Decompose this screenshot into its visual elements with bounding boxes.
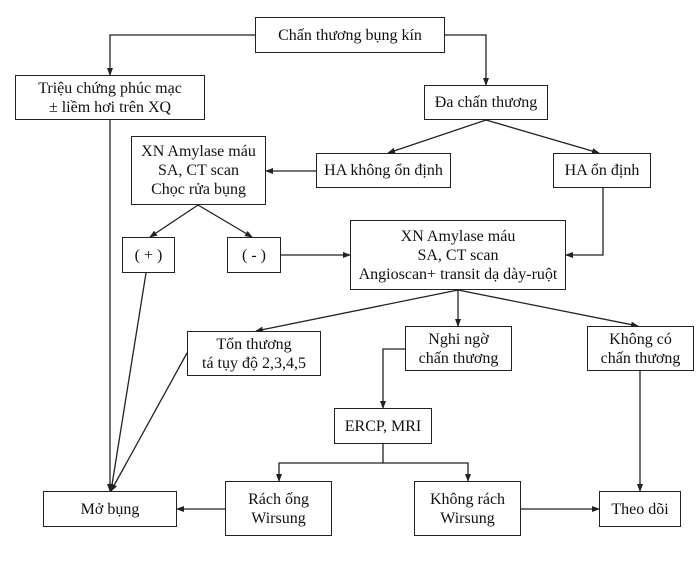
- edge-root-multi: [445, 34, 489, 86]
- node-monitor: Theo dõi: [599, 491, 681, 527]
- edge-tests2-none: [457, 289, 639, 328]
- edge-tests1-negative: [197, 204, 253, 238]
- edge-suspect-ercp: [380, 348, 405, 409]
- node-label: ( + ): [134, 246, 163, 264]
- node-ercp: ERCP, MRI: [334, 408, 432, 444]
- node-label: Wirsung: [440, 509, 495, 527]
- edge-tests2-lesion: [255, 289, 459, 333]
- node-multi: Đa chấn thương: [424, 85, 548, 120]
- node-label: SA, CT scan: [417, 246, 499, 264]
- node-peritoneal: Triệu chứng phúc mạc± liềm hơi trên XQ: [15, 75, 205, 120]
- node-label: Theo dõi: [611, 500, 669, 518]
- edge-lesion-laparotomy: [110, 352, 188, 492]
- node-label: SA, CT scan: [157, 162, 240, 179]
- node-label: Triệu chứng phúc mạc: [38, 79, 182, 97]
- node-label: chấn thương: [600, 349, 681, 367]
- node-stable: HA ổn định: [553, 153, 651, 188]
- node-laparotomy: Mở bụng: [43, 491, 177, 527]
- node-label: XN Amylase máu: [400, 227, 516, 245]
- node-label: Tổn thương: [216, 335, 292, 353]
- node-label: Mở bụng: [80, 500, 140, 518]
- edge-multi-stable: [485, 119, 600, 154]
- edge-tests1-positive: [149, 204, 199, 238]
- node-label: ± liềm hơi trên XQ: [48, 98, 172, 116]
- edge-ercp-torn: [276, 444, 384, 482]
- node-label: HA không ổn định: [324, 162, 443, 179]
- node-label: Rách ống: [248, 490, 309, 508]
- node-root: Chấn thương bụng kín: [255, 17, 445, 53]
- edge-stable-tests2: [565, 188, 604, 258]
- node-label: Chấn thương bụng kín: [278, 26, 422, 44]
- edge-root-peritoneal: [107, 34, 255, 76]
- node-label: XN Amylase máu: [141, 143, 256, 160]
- edge-multi-unstable: [387, 119, 487, 154]
- node-label: HA ổn định: [564, 162, 640, 179]
- node-label: Không rách: [429, 490, 506, 508]
- node-label: Angioscan+ transit dạ dày-ruột: [358, 265, 558, 283]
- node-label: Chọc rửa bụng: [151, 181, 246, 198]
- node-label: Wirsung: [251, 509, 306, 527]
- node-label: ERCP, MRI: [344, 417, 422, 435]
- node-label: Không có: [609, 330, 672, 348]
- node-label: Đa chấn thương: [434, 94, 538, 111]
- node-unstable: HA không ổn định: [316, 153, 451, 188]
- edge-positive-laparotomy: [109, 272, 147, 492]
- node-label: tá tụy độ 2,3,4,5: [202, 354, 306, 372]
- node-negative: ( - ): [227, 237, 281, 273]
- node-label: ( - ): [242, 246, 266, 264]
- edge-ercp-nottorn: [383, 462, 471, 482]
- node-label: chấn thương: [418, 349, 499, 367]
- node-positive: ( + ): [122, 237, 175, 273]
- node-label: Nghi ngờ: [428, 330, 489, 348]
